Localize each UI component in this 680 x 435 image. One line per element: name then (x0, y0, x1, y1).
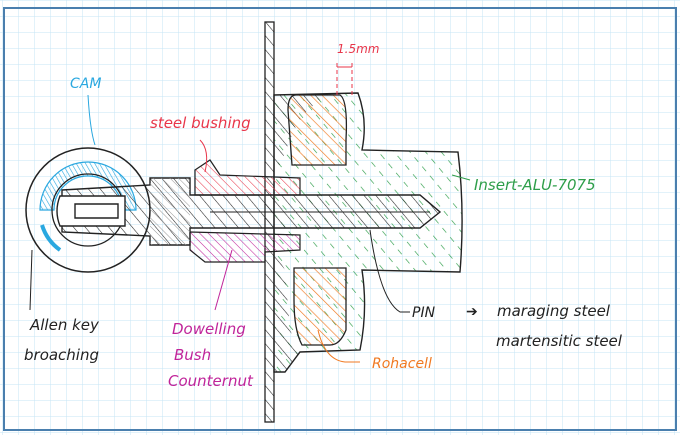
label-broaching: broaching (24, 346, 99, 364)
label-martensitic-steel: martensitic steel (496, 332, 623, 350)
label-bush: Bush (174, 346, 211, 364)
label-cam: CAM (70, 76, 101, 92)
pin-shaft (56, 177, 442, 246)
label-allen-key: Allen key (29, 316, 100, 334)
arrow-icon: ➔ (466, 305, 478, 320)
label-insert: Insert-ALU-7075 (474, 176, 596, 194)
leader-lines (29, 94, 471, 363)
steel-bushing (189, 159, 301, 263)
dimension-label: 1.5mm (337, 42, 379, 56)
label-steel-bushing: steel bushing (150, 114, 251, 132)
label-pin: PIN (412, 305, 436, 321)
label-rohacell: Rohacell (372, 356, 432, 372)
label-counternut: Counternut (168, 372, 254, 390)
page-frame (3, 7, 677, 431)
dimension-1-5mm (336, 63, 353, 95)
rohacell-core (287, 94, 348, 346)
label-dowelling: Dowelling (172, 320, 246, 338)
label-maraging-steel: maraging steel (497, 302, 611, 320)
